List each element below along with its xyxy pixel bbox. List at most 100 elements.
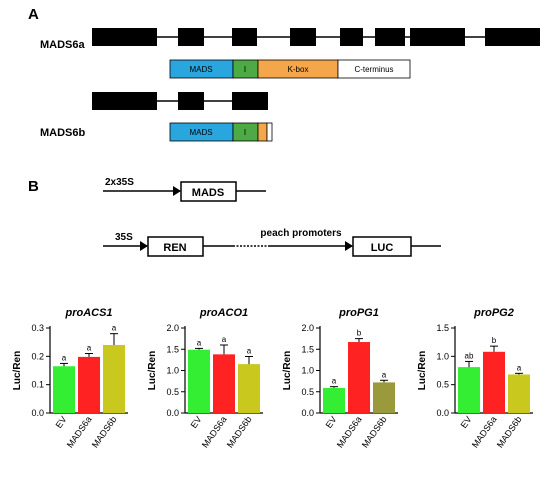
effector-construct: 2x35S MADS xyxy=(103,177,266,202)
mads6b-gene-structure xyxy=(92,92,268,110)
y-tick-label: 0.5 xyxy=(166,387,179,397)
reporter-promoter-label: 35S xyxy=(115,232,133,243)
x-category-label: MADS6b xyxy=(225,414,254,449)
chart-proPG2: proPG2Luc/Ren0.00.51.01.5abEVbMADS6aaMAD… xyxy=(417,307,533,450)
c-terminus-domain-label: C-terminus xyxy=(354,65,393,74)
y-tick-label: 0.0 xyxy=(301,408,314,418)
i-domain-label: I xyxy=(244,128,246,137)
bar-MADS6a xyxy=(78,356,100,413)
x-category-label: EV xyxy=(459,414,474,430)
mads6a-exon xyxy=(375,28,405,46)
chart-title: proACO1 xyxy=(199,307,248,319)
y-tick-label: 0.0 xyxy=(31,408,44,418)
mads6a-exon xyxy=(340,28,363,46)
panel-b-letter: B xyxy=(28,178,39,195)
c-terminus-domain xyxy=(337,59,411,79)
y-tick-label: 0.5 xyxy=(301,387,314,397)
x-category-label: EV xyxy=(189,414,204,430)
mads6a-protein-domains: MADS I K-box C-terminus xyxy=(169,59,411,79)
y-tick-label: 0.5 xyxy=(436,380,449,390)
y-tick-label: 1.0 xyxy=(301,366,314,376)
mads6a-exon xyxy=(485,28,540,46)
mads6b-label: MADS6b xyxy=(40,127,86,139)
chart-proACO1: proACO1Luc/Ren0.00.51.01.52.0aEVaMADS6aa… xyxy=(147,307,263,450)
mads6a-exon xyxy=(410,28,465,46)
y-tick-label: 0.3 xyxy=(31,323,44,333)
mads6b-exon xyxy=(178,92,204,110)
bar-MADS6b xyxy=(103,345,125,413)
chart-title: proACS1 xyxy=(64,307,112,319)
significance-letter: a xyxy=(222,335,227,344)
y-tick-label: 2.0 xyxy=(166,323,179,333)
bar-MADS6b xyxy=(373,382,395,413)
chart-title: proPG1 xyxy=(338,307,379,319)
significance-letter: a xyxy=(62,353,67,362)
mads6a-exon xyxy=(290,28,316,46)
c-terminus-domain xyxy=(266,122,273,142)
bar-MADS6a xyxy=(483,351,505,413)
y-tick-label: 1.5 xyxy=(436,323,449,333)
y-tick-label: 0.0 xyxy=(166,408,179,418)
chart-proPG1: proPG1Luc/Ren0.00.51.01.52.0aEVbMADS6aaM… xyxy=(282,307,398,450)
mads-domain-label: MADS xyxy=(189,65,212,74)
bar-charts: proACS1Luc/Ren0.00.10.20.3aEVaMADS6aaMAD… xyxy=(12,307,533,450)
x-category-label: EV xyxy=(54,414,69,430)
bar-EV xyxy=(53,366,75,413)
arrow-head-icon xyxy=(173,186,181,196)
significance-letter: b xyxy=(357,329,362,338)
peach-promoters-label: peach promoters xyxy=(260,228,342,239)
k-box-domain-label: K-box xyxy=(288,65,309,74)
significance-letter: a xyxy=(382,370,387,379)
mads6b-exon xyxy=(232,92,268,110)
mads6a-exon xyxy=(232,28,257,46)
significance-letter: a xyxy=(87,344,92,353)
y-tick-label: 1.5 xyxy=(301,344,314,354)
x-category-label: EV xyxy=(324,414,339,430)
bar-EV xyxy=(188,349,210,413)
k-box-domain xyxy=(257,122,268,142)
significance-letter: a xyxy=(247,346,252,355)
arrow-head-icon xyxy=(140,241,148,251)
mads6b-exon xyxy=(92,92,157,110)
x-category-label: MADS6b xyxy=(90,414,119,449)
y-tick-label: 0.0 xyxy=(436,408,449,418)
chart-title: proPG2 xyxy=(473,307,514,319)
mads6a-exon xyxy=(92,28,157,46)
y-tick-label: 1.5 xyxy=(166,344,179,354)
y-tick-label: 1.0 xyxy=(436,351,449,361)
significance-letter: a xyxy=(197,338,202,347)
y-axis-label: Luc/Ren xyxy=(12,351,23,390)
effector-promoter-label: 2x35S xyxy=(105,177,134,188)
mads6a-gene-structure xyxy=(92,28,540,46)
y-tick-label: 0.1 xyxy=(31,380,44,390)
y-tick-label: 2.0 xyxy=(301,323,314,333)
x-category-label: MADS6b xyxy=(495,414,524,449)
y-axis-label: Luc/Ren xyxy=(147,351,158,390)
mads6b-protein-domains: MADS I xyxy=(169,122,273,142)
x-category-label: MADS6b xyxy=(360,414,389,449)
bar-MADS6b xyxy=(238,364,260,413)
mads-domain-label: MADS xyxy=(189,128,212,137)
significance-letter: b xyxy=(492,336,497,345)
i-domain-label: I xyxy=(244,65,246,74)
bar-MADS6a xyxy=(213,354,235,413)
bar-EV xyxy=(323,387,345,413)
mads6a-label: MADS6a xyxy=(40,39,86,51)
ren-label: REN xyxy=(163,242,186,254)
y-tick-label: 0.2 xyxy=(31,351,44,361)
bar-MADS6b xyxy=(508,374,530,413)
significance-letter: a xyxy=(112,324,117,333)
chart-proACS1: proACS1Luc/Ren0.00.10.20.3aEVaMADS6aaMAD… xyxy=(12,307,128,450)
luc-label: LUC xyxy=(371,242,394,254)
significance-letter: a xyxy=(517,363,522,372)
mads6a-exon xyxy=(178,28,204,46)
y-axis-label: Luc/Ren xyxy=(282,351,293,390)
significance-letter: a xyxy=(332,377,337,386)
y-axis-label: Luc/Ren xyxy=(417,351,428,390)
bar-MADS6a xyxy=(348,342,370,413)
y-tick-label: 1.0 xyxy=(166,366,179,376)
significance-letter: ab xyxy=(465,351,474,360)
bar-EV xyxy=(458,367,480,413)
panel-a-letter: A xyxy=(28,6,39,23)
